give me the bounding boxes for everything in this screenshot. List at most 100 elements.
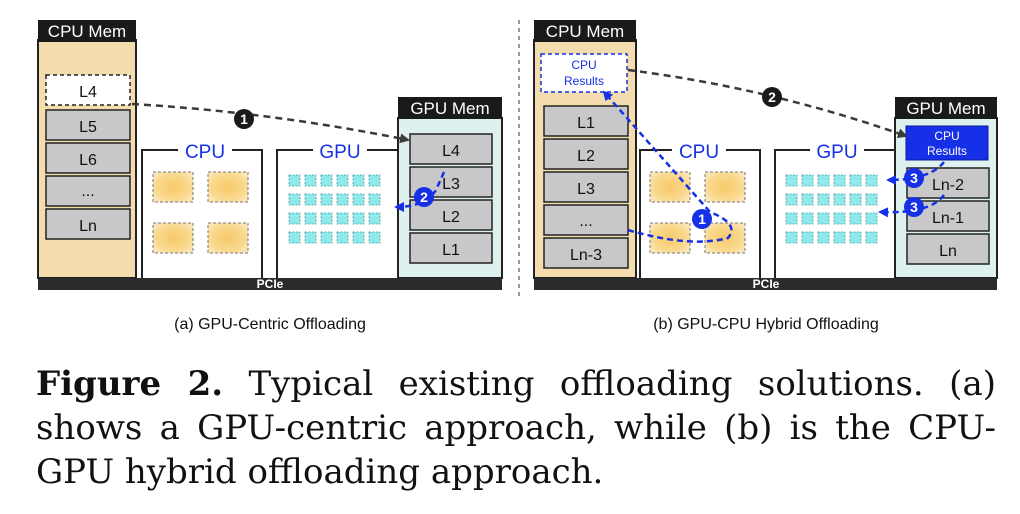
gpu-core (865, 231, 878, 244)
cpu-layer-l6 (45, 142, 131, 174)
step-marker-2 (762, 87, 782, 107)
gpu-core (336, 174, 349, 187)
gpu-mem-label: GPU Mem (906, 99, 985, 118)
gpu-core (785, 231, 798, 244)
cpu-mem-label: CPU Mem (48, 22, 126, 41)
gpu-core (336, 212, 349, 225)
gpu-core (801, 174, 814, 187)
step-number: 2 (420, 189, 428, 205)
gpu-core (817, 212, 830, 225)
gpu-core (288, 174, 301, 187)
gpu-core (833, 193, 846, 206)
gpu-core (352, 212, 365, 225)
cpu-label: CPU (185, 142, 225, 163)
gpu-layer-label: Ln-1 (932, 210, 964, 227)
gpu-cpu-results-label: CPU (934, 129, 959, 143)
cpu-core (152, 222, 194, 254)
gpu-mem-header (398, 97, 502, 119)
cpu-results-box (540, 53, 628, 93)
cpu-label: CPU (679, 142, 719, 163)
cpu-mem-header (38, 20, 136, 42)
gpu-core (304, 212, 317, 225)
gpu-cpu-results-box (905, 125, 989, 161)
gpu-core-grid (288, 174, 381, 244)
gpu-core (288, 231, 301, 244)
gpu-core (785, 193, 798, 206)
gpu-label: GPU (319, 142, 360, 163)
gpu-layer-label: Ln (939, 243, 957, 260)
pcie-label: PCIe (257, 277, 284, 291)
cpu-mem-header (534, 20, 636, 42)
gpu-core (785, 212, 798, 225)
gpu-mem-header (895, 97, 997, 119)
gpu-core (849, 174, 862, 187)
step-number: 1 (698, 211, 706, 227)
cpu-layer-l1 (543, 105, 629, 137)
cpu-layer-label: ... (81, 183, 94, 200)
gpu-layer-l4 (409, 133, 493, 165)
offloading-figure: CPU Mem L4 L5 L6 ... Ln CPU GPU GPU Mem … (37, 20, 998, 333)
gpu-core (304, 174, 317, 187)
gpu-layer-label: Ln-2 (932, 177, 964, 194)
sub-caption-a: (a) GPU-Centric Offloading (174, 316, 366, 333)
step-number: 1 (240, 111, 248, 127)
gpu-core (288, 193, 301, 206)
cpu-layer-label: Ln (79, 218, 97, 235)
cpu-layer-l2 (543, 138, 629, 170)
step-marker-3 (904, 197, 924, 217)
gpu-core (320, 231, 333, 244)
gpu-compute-arrow-3b (878, 194, 946, 218)
caption-text: Typical existing offloading solutions. (… (36, 364, 996, 492)
gpu-core (304, 193, 317, 206)
cpu-layer-l4 (45, 74, 131, 106)
cpu-layer-label: L6 (79, 152, 97, 169)
gpu-core (817, 174, 830, 187)
gpu-core (368, 231, 381, 244)
gpu-label: GPU (816, 142, 857, 163)
step-marker-1 (692, 209, 712, 229)
gpu-layer-l1 (409, 232, 493, 264)
sub-caption-b: (b) GPU-CPU Hybrid Offloading (653, 316, 879, 333)
gpu-core (865, 212, 878, 225)
gpu-core (833, 212, 846, 225)
gpu-core (320, 193, 333, 206)
gpu-core (849, 231, 862, 244)
gpu-layer-ln (906, 233, 990, 265)
cpu-compute-arrow-1 (602, 90, 733, 243)
cpu-layer-l3 (543, 171, 629, 203)
step-marker-2 (414, 187, 434, 207)
cpu-box (639, 149, 761, 278)
step-number: 3 (910, 170, 918, 186)
gpu-core (801, 193, 814, 206)
cpu-layer-l5 (45, 109, 131, 141)
cpu-core (649, 222, 691, 254)
cpu-layer-ellipsis (45, 175, 131, 207)
gpu-core (368, 193, 381, 206)
pcie-bar (38, 278, 502, 290)
cpu-layer-label: L4 (79, 84, 97, 101)
figure-label: Figure 2. (36, 364, 224, 404)
pcie-bar (534, 278, 997, 290)
gpu-core (817, 231, 830, 244)
cpu-core (649, 171, 691, 203)
gpu-core (336, 231, 349, 244)
pcie-label: PCIe (753, 277, 780, 291)
gpu-core (865, 193, 878, 206)
gpu-layer-label: L2 (442, 209, 460, 226)
gpu-core (288, 212, 301, 225)
gpu-core (320, 174, 333, 187)
gpu-core (801, 212, 814, 225)
step-marker-1 (234, 109, 254, 129)
cpu-layer-ln-3 (543, 237, 629, 269)
cpu-core (152, 171, 194, 203)
gpu-core (352, 193, 365, 206)
gpu-layer-label: L3 (442, 176, 460, 193)
cpu-layer-label: L2 (577, 148, 595, 165)
cpu-layer-label: ... (579, 213, 592, 230)
transfer-arrow-2 (627, 68, 908, 139)
cpu-layer-ellipsis (543, 204, 629, 236)
gpu-core (849, 212, 862, 225)
gpu-core-grid (785, 174, 878, 244)
gpu-core (833, 231, 846, 244)
gpu-core (817, 193, 830, 206)
